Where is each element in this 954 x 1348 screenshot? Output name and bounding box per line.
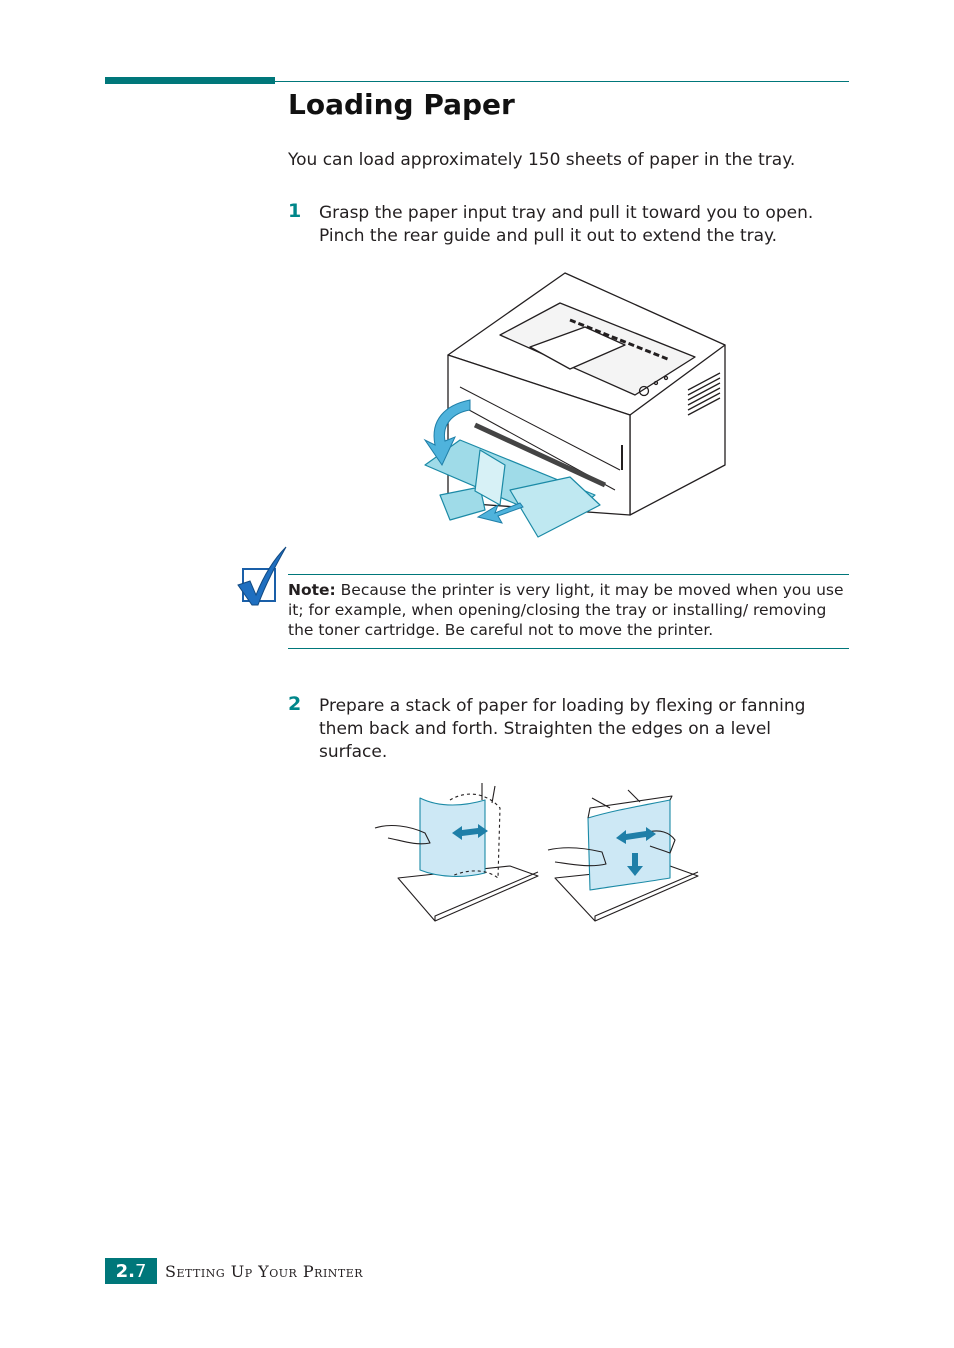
step-2-number: 2 bbox=[288, 693, 302, 715]
printer-illustration bbox=[423, 272, 726, 538]
page-title: Loading Paper bbox=[288, 88, 515, 121]
note-label: Note: bbox=[288, 581, 336, 599]
step-2-line-2: them back and forth. Straighten the edge… bbox=[319, 719, 772, 739]
note-top-rule bbox=[288, 574, 849, 575]
down-arrow-icon bbox=[627, 853, 643, 876]
intro-text: You can load approximately 150 sheets of… bbox=[288, 150, 796, 170]
step-2-text: Prepare a stack of paper for loading by … bbox=[319, 695, 805, 764]
double-arrow-icon bbox=[452, 824, 488, 840]
curved-arrow-icon bbox=[423, 399, 471, 467]
step-2-line-3: surface. bbox=[319, 742, 388, 762]
header-rule bbox=[275, 81, 849, 82]
step-1-line-1: Grasp the paper input tray and pull it t… bbox=[319, 203, 814, 223]
double-arrow-icon bbox=[616, 827, 656, 844]
step-1-line-2: Pinch the rear guide and pull it out to … bbox=[319, 226, 778, 246]
footer-section-title: Setting Up Your Printer bbox=[165, 1262, 364, 1281]
step-1-number: 1 bbox=[288, 200, 302, 222]
step-2-line-1: Prepare a stack of paper for loading by … bbox=[319, 696, 806, 716]
fanning-paper-illustration bbox=[374, 783, 699, 922]
footer-page-number: 2.7 bbox=[105, 1258, 157, 1284]
extend-arrow-icon bbox=[476, 502, 524, 524]
checkmark-note-icon bbox=[237, 546, 287, 606]
footer-chapter: 2. bbox=[115, 1260, 135, 1282]
step-1-text: Grasp the paper input tray and pull it t… bbox=[319, 202, 813, 248]
note-bottom-rule bbox=[288, 648, 849, 649]
header-accent-bar bbox=[105, 77, 275, 84]
note-body: Because the printer is very light, it ma… bbox=[288, 581, 844, 639]
footer-page: 7 bbox=[134, 1260, 147, 1282]
note-text: Note: Because the printer is very light,… bbox=[288, 580, 853, 640]
